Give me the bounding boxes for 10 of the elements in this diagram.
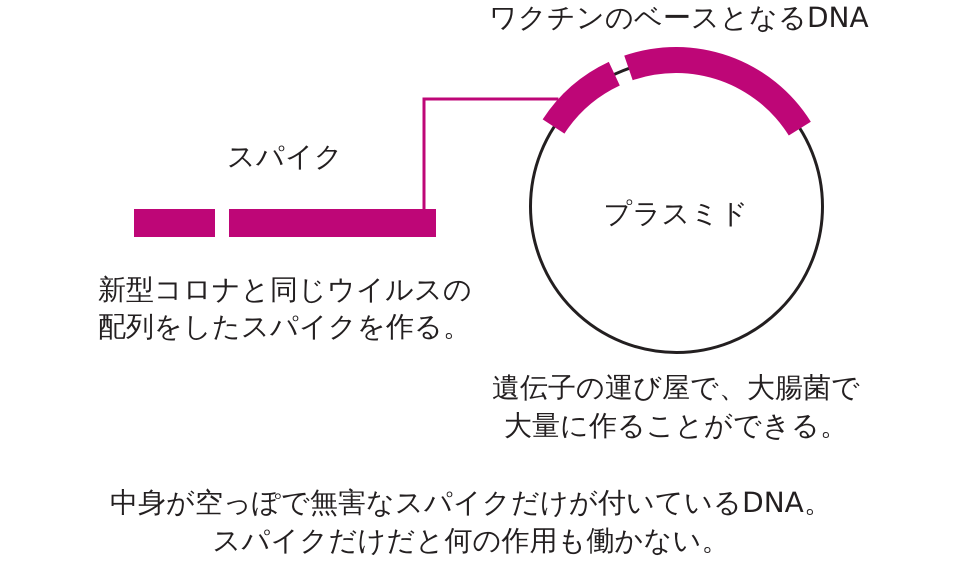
- connector-line: [422, 98, 558, 209]
- diagram-label: スパイク: [226, 139, 344, 175]
- gene-bar: [134, 209, 215, 237]
- caption-text: 中身が空っぽで無害なスパイクだけが付いているDNA。スパイクだけだと何の作用も働かない。: [109, 485, 833, 559]
- node-label: プラスミド: [604, 196, 748, 232]
- gene-bar: [229, 209, 436, 237]
- diagram-label: ワクチンのベースとなるDNA: [489, 0, 870, 36]
- description-text: 新型コロナと同じウイルスの配列をしたスパイクを作る。: [98, 272, 473, 345]
- arc-segment: [624, 47, 811, 136]
- description-text: 遺伝子の運び屋で、大腸菌で大量に作ることができる。: [491, 370, 861, 444]
